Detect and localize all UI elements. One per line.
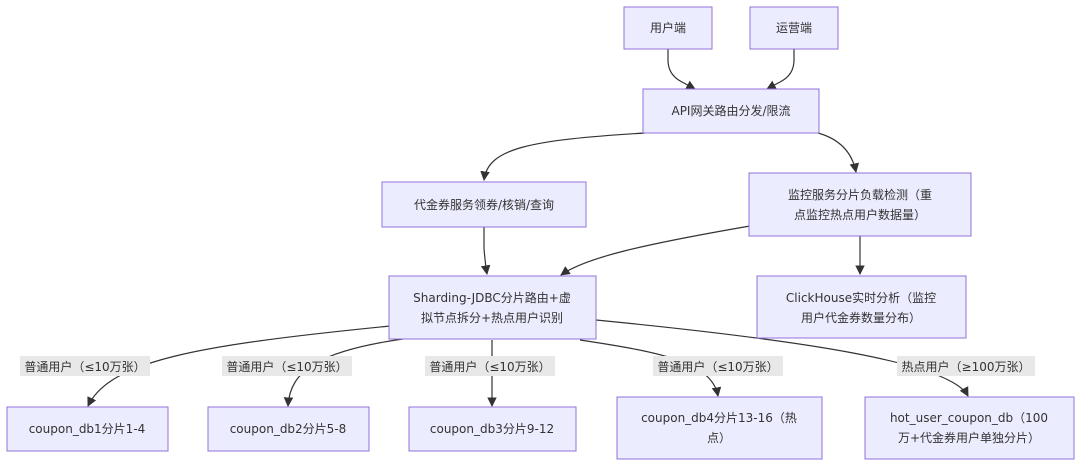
node-coupon-service[interactable]: 代金券服务领券/核销/查询 (381, 181, 587, 228)
svg-text:普通用户（≤10万张）: 普通用户（≤10万张） (657, 359, 778, 374)
svg-text:coupon_db1分片1-4: coupon_db1分片1-4 (29, 422, 146, 436)
svg-text:热点用户（≥100万张）: 热点用户（≥100万张） (902, 359, 1031, 374)
svg-text:监控服务分片负载检测（重: 监控服务分片负载检测（重 (788, 187, 932, 202)
svg-text:代金券服务领券/核销/查询: 代金券服务领券/核销/查询 (414, 197, 554, 212)
edge-gateway-to-monitor (817, 132, 860, 173)
node-db3[interactable]: coupon_db3分片9-12 (408, 406, 577, 452)
node-api-gateway[interactable]: API网关路由分发/限流 (642, 88, 820, 134)
svg-text:Sharding-JDBC分片路由+虚: Sharding-JDBC分片路由+虚 (413, 290, 571, 305)
node-db4[interactable]: coupon_db4分片13-16（热 点） (616, 396, 823, 460)
edge-label-normal-2: 普通用户（≤10万张） (222, 356, 352, 376)
edge-gateway-to-coupon (480, 132, 646, 181)
edge-label-normal-1: 普通用户（≤10万张） (20, 356, 150, 376)
nodes: 用户端 运营端 API网关路由分发/限流 代金券服务领券/核销/查询 监控服务分… (6, 6, 1075, 460)
node-monitor-service[interactable]: 监控服务分片负载检测（重 点监控热点用户数据量） (748, 172, 972, 237)
edge-user-to-gateway (667, 49, 696, 90)
svg-text:ClickHouse实时分析（监控: ClickHouse实时分析（监控 (786, 290, 936, 305)
edge-sharding-to-db1 (87, 325, 391, 407)
edge-label-hot: 热点用户（≥100万张） (897, 356, 1035, 376)
node-ops-client[interactable]: 运营端 (749, 6, 839, 50)
svg-text:点监控热点用户数据量）: 点监控热点用户数据量） (794, 207, 926, 222)
svg-text:普通用户（≤10万张）: 普通用户（≤10万张） (24, 359, 145, 374)
svg-text:hot_user_coupon_db（100: hot_user_coupon_db（100 (890, 411, 1048, 425)
svg-text:coupon_db2分片5-8: coupon_db2分片5-8 (230, 422, 347, 436)
node-hot-db[interactable]: hot_user_coupon_db（100 万+代金券用户单独分片） (864, 396, 1075, 460)
svg-text:运营端: 运营端 (776, 21, 812, 35)
node-clickhouse[interactable]: ClickHouse实时分析（监控 用户代金券数量分布） (756, 275, 967, 339)
svg-text:拟节点拆分+热点用户识别: 拟节点拆分+热点用户识别 (421, 310, 563, 325)
svg-text:coupon_db4分片13-16（热: coupon_db4分片13-16（热 (641, 411, 797, 425)
node-db2[interactable]: coupon_db2分片5-8 (207, 406, 370, 452)
svg-text:API网关路由分发/限流: API网关路由分发/限流 (671, 103, 790, 118)
node-sharding-jdbc[interactable]: Sharding-JDBC分片路由+虚 拟节点拆分+热点用户识别 (388, 275, 597, 340)
svg-text:普通用户（≤10万张）: 普通用户（≤10万张） (429, 359, 550, 374)
svg-text:用户端: 用户端 (650, 20, 686, 35)
svg-text:点）: 点） (707, 431, 731, 445)
edge-sharding-to-hotdb (595, 319, 969, 397)
svg-text:万+代金券用户单独分片）: 万+代金券用户单独分片） (898, 430, 1040, 445)
edge-ops-to-gateway (766, 49, 795, 90)
node-db1[interactable]: coupon_db1分片1-4 (6, 406, 169, 452)
svg-text:普通用户（≤10万张）: 普通用户（≤10万张） (226, 359, 347, 374)
edge-label-normal-3: 普通用户（≤10万张） (425, 356, 555, 376)
edge-label-normal-4: 普通用户（≤10万张） (653, 356, 783, 376)
edge-monitor-to-sharding (560, 225, 751, 276)
svg-text:coupon_db3分片9-12: coupon_db3分片9-12 (430, 422, 554, 436)
edge-coupon-to-sharding (480, 227, 491, 275)
edge-labels: 普通用户（≤10万张） 普通用户（≤10万张） 普通用户（≤10万张） 普通用户… (20, 356, 1035, 376)
node-user-client[interactable]: 用户端 (623, 6, 713, 50)
svg-text:用户代金券数量分布）: 用户代金券数量分布） (801, 310, 921, 325)
